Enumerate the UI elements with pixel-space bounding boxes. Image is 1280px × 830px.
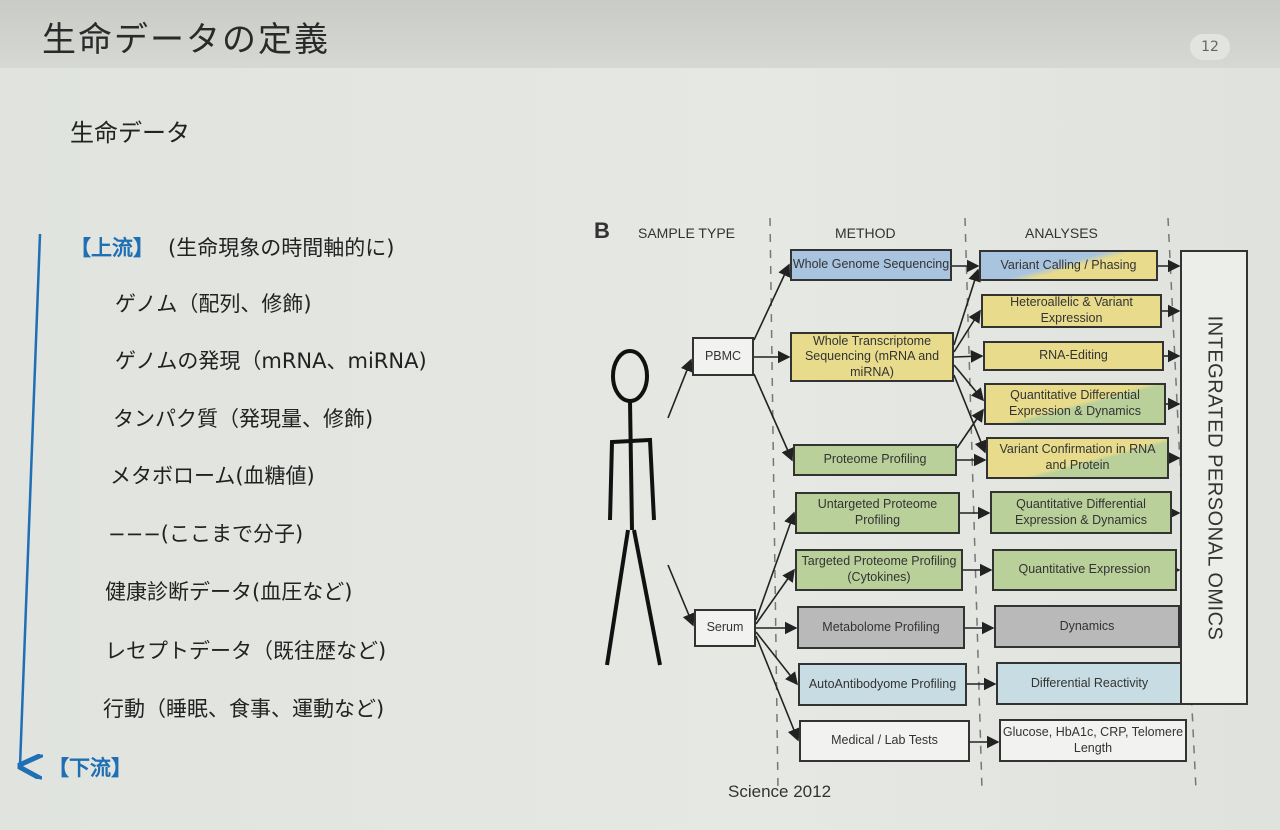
analysis-box: Quantitative Expression <box>992 549 1177 591</box>
downstream-label: 【下流】 <box>48 756 132 780</box>
citation: Science 2012 <box>728 782 832 801</box>
analysis-box: Heteroallelic & Variant Expression <box>981 294 1162 328</box>
subtitle: 生命データ <box>70 119 190 147</box>
flow-arrow <box>20 233 40 766</box>
integrated-omics-label: INTEGRATED PERSONAL OMICS <box>1203 315 1226 640</box>
analysis-box: RNA-Editing <box>983 341 1164 371</box>
method-box: Whole Transcriptome Sequencing (mRNA and… <box>790 332 954 382</box>
stick-figure-icon <box>605 349 662 666</box>
page-number: 12 <box>1190 34 1230 60</box>
integrated-omics-box: INTEGRATED PERSONAL OMICS <box>1180 250 1248 705</box>
analysis-box: Quantitative Differential Expression & D… <box>990 491 1172 534</box>
sample-serum: Serum <box>694 609 756 647</box>
list-item: 健康診断データ(血圧など) <box>105 580 353 604</box>
method-box: Targeted Proteome Profiling (Cytokines) <box>795 549 963 591</box>
list-item: ゲノムの発現（mRNA、miRNA) <box>115 349 427 373</box>
slide-title: 生命データの定義 <box>42 20 330 60</box>
method-box: Proteome Profiling <box>793 444 957 476</box>
analysis-box: Quantitative Differential Expression & D… <box>984 383 1166 425</box>
upstream-note: (生命現象の時間軸的に) <box>168 236 395 260</box>
method-box: Whole Genome Sequencing <box>790 249 952 281</box>
method-box: AutoAntibodyome Profiling <box>798 663 967 706</box>
panel-label: B <box>594 218 610 243</box>
list-item: レセプトデータ（既往歴など) <box>105 639 387 663</box>
method-box: Untargeted Proteome Profiling <box>795 492 960 534</box>
analysis-box: Dynamics <box>994 605 1180 648</box>
method-box: Medical / Lab Tests <box>799 720 970 762</box>
analysis-box: Differential Reactivity <box>996 662 1183 705</box>
list-item: 行動（睡眠、食事、運動など) <box>103 697 385 721</box>
analysis-box: Variant Confirmation in RNA and Protein <box>986 437 1169 479</box>
list-item: −−−(ここまで分子) <box>108 522 304 546</box>
list-item: ゲノム（配列、修飾) <box>115 292 312 316</box>
analysis-box: Glucose, HbA1c, CRP, Telomere Length <box>999 719 1187 762</box>
header-sample-type: SAMPLE TYPE <box>638 225 736 241</box>
list-item: メタボローム(血糖値) <box>110 464 315 488</box>
title-bar <box>0 0 1280 68</box>
method-box: Metabolome Profiling <box>797 606 965 649</box>
arrows <box>667 259 1181 749</box>
header-method: METHOD <box>835 225 896 241</box>
upstream-label: 【上流】 <box>70 236 154 260</box>
sample-pbmc: PBMC <box>692 337 754 376</box>
header-analyses: ANALYSES <box>1025 225 1098 241</box>
analysis-box: Variant Calling / Phasing <box>979 250 1158 281</box>
list-item: タンパク質（発現量、修飾) <box>113 407 374 431</box>
